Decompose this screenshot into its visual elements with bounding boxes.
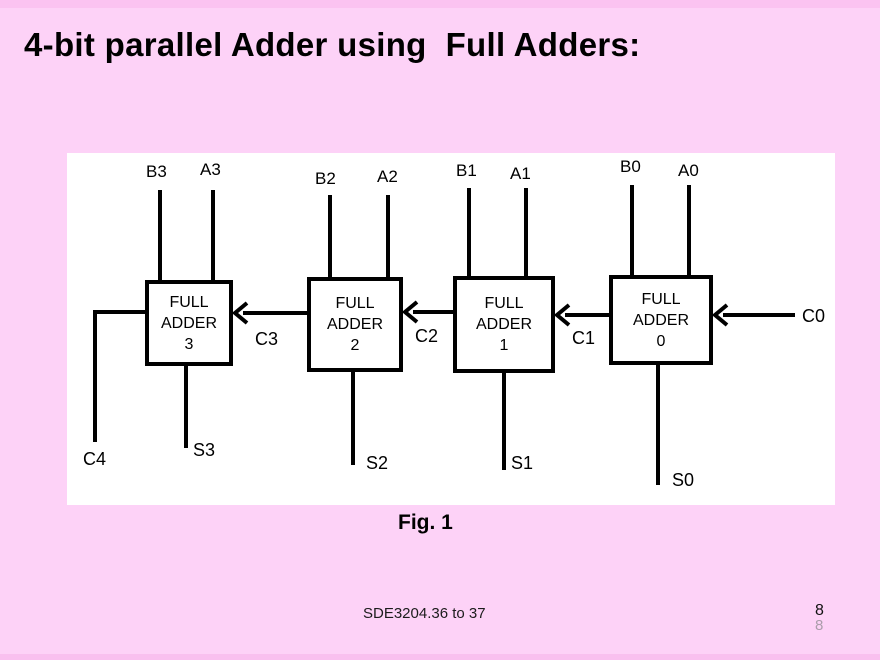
full-adder-0-index: 0 xyxy=(656,332,666,350)
sum-label-s2: S2 xyxy=(366,453,389,473)
carry-c1-arrow-left-icon xyxy=(553,303,571,327)
full-adder-2-box: FULL ADDER 2 xyxy=(307,277,403,372)
page-number-ghost: 8 xyxy=(815,617,824,634)
wire-sum-s2 xyxy=(351,372,355,465)
full-adder-1-index: 1 xyxy=(499,337,509,354)
pin-label-a0: A0 xyxy=(678,161,699,180)
circuit-diagram-panel: B3 A3 B2 A2 B1 A1 B0 A0 FULL ADDER 3 FUL… xyxy=(67,153,835,505)
footer-course-code: SDE3204.36 to 37 xyxy=(363,605,486,622)
wire-carry-c1 xyxy=(565,313,609,317)
full-adder-2-line1: FULL xyxy=(335,295,375,312)
wire-carry-c4-vertical xyxy=(93,310,97,442)
top-edge-strip xyxy=(0,0,880,8)
carry-label-c4: C4 xyxy=(83,449,107,469)
wire-input-b1 xyxy=(467,188,471,278)
carry-label-c0: C0 xyxy=(802,306,826,326)
wire-input-a3 xyxy=(211,190,215,282)
wire-sum-s3 xyxy=(184,366,188,448)
pin-label-b2: B2 xyxy=(315,169,336,188)
page-title: 4-bit parallel Adder using Full Adders: xyxy=(24,26,641,63)
pin-label-a2: A2 xyxy=(377,167,398,186)
sum-label-s3: S3 xyxy=(193,440,216,460)
carry-c3-arrow-left-icon xyxy=(231,301,249,325)
full-adder-0-box: FULL ADDER 0 xyxy=(609,275,713,365)
figure-caption: Fig. 1 xyxy=(398,511,453,534)
full-adder-3-index: 3 xyxy=(184,335,194,353)
wire-carry-c2 xyxy=(413,310,453,314)
wire-sum-s0 xyxy=(656,365,660,485)
pin-label-a3: A3 xyxy=(200,160,221,179)
wire-carry-c3 xyxy=(243,311,307,315)
sum-label-s0: S0 xyxy=(672,470,695,490)
carry-c2-arrow-left-icon xyxy=(401,300,419,324)
full-adder-2-line2: ADDER xyxy=(326,316,383,333)
wire-input-b0 xyxy=(630,185,634,277)
bottom-edge-strip xyxy=(0,654,880,660)
pin-label-a1: A1 xyxy=(510,164,531,183)
sum-label-s1: S1 xyxy=(511,453,534,473)
full-adder-1-box: FULL ADDER 1 xyxy=(453,276,555,373)
carry-label-c1: C1 xyxy=(572,328,596,348)
full-adder-0-line1: FULL xyxy=(641,290,681,308)
full-adder-3-line1: FULL xyxy=(169,293,209,311)
wire-input-b3 xyxy=(158,190,162,282)
carry-label-c3: C3 xyxy=(255,329,279,349)
wire-sum-s1 xyxy=(502,373,506,470)
wire-carry-c0 xyxy=(723,313,795,317)
wire-carry-c4-horizontal xyxy=(93,310,147,314)
page-number: 8 xyxy=(815,602,824,619)
pin-label-b3: B3 xyxy=(146,162,167,181)
pin-label-b0: B0 xyxy=(620,157,641,176)
wire-input-a2 xyxy=(386,195,390,279)
wire-input-b2 xyxy=(328,195,332,279)
wire-input-a1 xyxy=(524,188,528,278)
carry-c0-arrow-left-icon xyxy=(711,303,729,327)
wire-input-a0 xyxy=(687,185,691,277)
full-adder-1-line2: ADDER xyxy=(475,316,532,333)
carry-label-c2: C2 xyxy=(415,326,439,346)
full-adder-3-box: FULL ADDER 3 xyxy=(145,280,233,366)
full-adder-2-index: 2 xyxy=(350,337,360,354)
full-adder-3-line2: ADDER xyxy=(160,314,217,332)
pin-label-b1: B1 xyxy=(456,161,477,180)
full-adder-0-line2: ADDER xyxy=(632,311,689,329)
full-adder-1-line1: FULL xyxy=(484,295,524,312)
